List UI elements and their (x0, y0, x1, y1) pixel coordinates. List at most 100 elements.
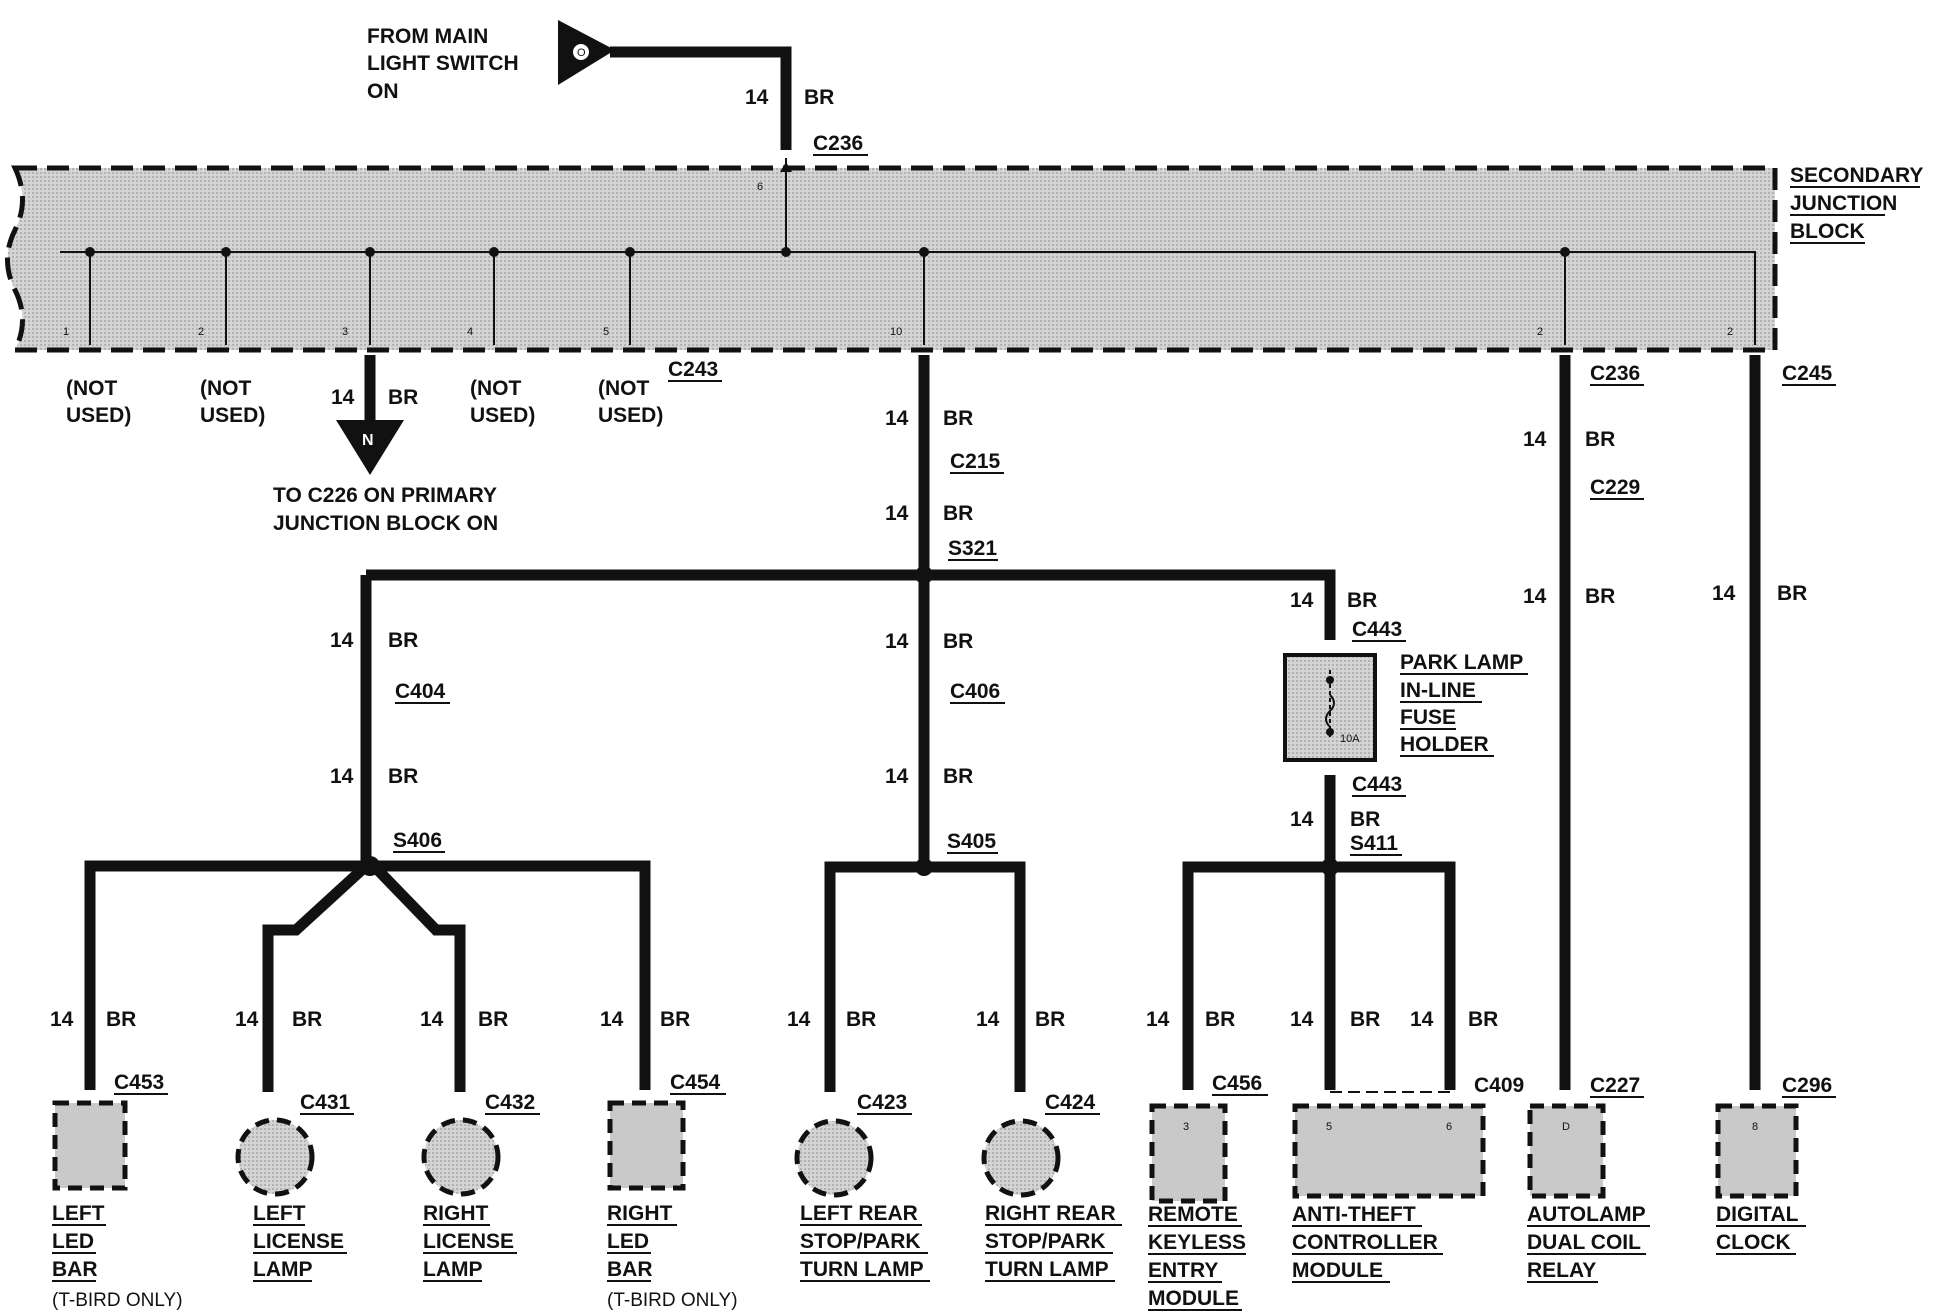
park-lamp-fuse-holder: 10A PARK LAMP IN-LINE FUSE HOLDER (1283, 651, 1528, 762)
source-marker-letter: O (577, 47, 586, 59)
svg-text:BR: BR (1777, 582, 1807, 605)
splice-s411: S411 (1350, 832, 1398, 855)
connector-c443-top: C443 (1352, 618, 1402, 641)
pin-2: 2 (198, 326, 204, 338)
svg-text:(NOT: (NOT (66, 377, 117, 400)
svg-text:BR: BR (943, 502, 973, 525)
svg-text:LED: LED (607, 1230, 649, 1253)
connector-c215: C215 (950, 450, 1001, 473)
svg-text:14: 14 (1290, 589, 1314, 612)
anti-theft-controller-module: 5 6 ANTI-THEFT CONTROLLER MODULE (1292, 1091, 1486, 1283)
svg-text:8: 8 (1752, 1121, 1758, 1133)
wire-left-led (84, 860, 366, 1090)
svg-text:C456: C456 (1212, 1072, 1262, 1095)
svg-text:14: 14 (600, 1008, 624, 1031)
svg-text:C431: C431 (300, 1091, 351, 1114)
pin-2b: 2 (1537, 326, 1543, 338)
source-text-line-3: ON (367, 80, 399, 103)
pin-1: 1 (63, 326, 69, 338)
connector-c236-top: C236 (813, 132, 863, 155)
wire-source-to-c236 (610, 46, 792, 150)
jb-taps (85, 247, 1570, 345)
svg-text:14: 14 (50, 1008, 74, 1031)
svg-text:14: 14 (885, 765, 909, 788)
svg-text:BR: BR (1350, 1008, 1380, 1031)
svg-text:STOP/PARK: STOP/PARK (985, 1230, 1106, 1253)
svg-text:C296: C296 (1782, 1074, 1832, 1097)
wire-left-license (262, 861, 370, 1092)
svg-text:DIGITAL: DIGITAL (1716, 1203, 1799, 1226)
svg-text:STOP/PARK: STOP/PARK (800, 1230, 921, 1253)
svg-text:BR: BR (388, 386, 418, 409)
svg-text:(T-BIRD ONLY): (T-BIRD ONLY) (607, 1290, 738, 1311)
svg-text:14: 14 (1290, 808, 1314, 831)
svg-text:LEFT REAR: LEFT REAR (800, 1202, 918, 1225)
svg-text:ENTRY: ENTRY (1148, 1259, 1218, 1282)
connector-c406: C406 (950, 680, 1000, 703)
svg-text:(NOT: (NOT (470, 377, 521, 400)
svg-text:C453: C453 (114, 1071, 164, 1094)
svg-text:BR: BR (846, 1008, 876, 1031)
svg-text:CLOCK: CLOCK (1716, 1231, 1791, 1254)
svg-text:14: 14 (787, 1008, 811, 1031)
connector-c443-bottom: C443 (1352, 773, 1402, 796)
svg-text:6: 6 (1446, 1121, 1452, 1133)
left-led-bar: LEFT LED BAR (T-BIRD ONLY) (52, 1100, 183, 1311)
connector-c229: C229 (1590, 476, 1640, 499)
svg-text:14: 14 (1146, 1008, 1170, 1031)
svg-text:MODULE: MODULE (1148, 1287, 1239, 1310)
svg-text:14: 14 (331, 386, 355, 409)
svg-text:BR: BR (660, 1008, 690, 1031)
left-license-lamp: LEFT LICENSE LAMP (235, 1117, 347, 1282)
svg-text:PARK LAMP: PARK LAMP (1400, 651, 1523, 674)
source-text-line-2: LIGHT SWITCH (367, 52, 519, 75)
svg-text:5: 5 (1326, 1121, 1332, 1133)
svg-text:BR: BR (943, 630, 973, 653)
right-led-bar: RIGHT LED BAR (T-BIRD ONLY) (607, 1100, 738, 1311)
svg-text:C424: C424 (1045, 1091, 1096, 1114)
connector-c245: C245 (1782, 362, 1833, 385)
svg-text:14: 14 (235, 1008, 259, 1031)
svg-text:ANTI-THEFT: ANTI-THEFT (1292, 1203, 1416, 1226)
svg-text:D: D (1562, 1121, 1570, 1133)
svg-text:USED): USED) (470, 404, 535, 427)
svg-text:C423: C423 (857, 1091, 907, 1114)
primary-text-line-2: JUNCTION BLOCK ON (273, 512, 498, 535)
autolamp-dual-coil-relay: D AUTOLAMP DUAL COIL RELAY (1527, 1103, 1650, 1283)
wire-antitheft-b (1330, 861, 1456, 1090)
pin-2c: 2 (1727, 326, 1733, 338)
svg-text:LEFT: LEFT (52, 1202, 105, 1225)
svg-text:BR: BR (106, 1008, 136, 1031)
svg-text:BR: BR (1347, 589, 1377, 612)
svg-text:BR: BR (1350, 808, 1380, 831)
connector-c404: C404 (395, 680, 446, 703)
component-connector-labels: C453 C431 C432 C454 C423 C424 C456 C409 … (114, 1071, 1836, 1115)
junction-block-title-2: JUNCTION (1790, 192, 1897, 215)
svg-text:BR: BR (1468, 1008, 1498, 1031)
svg-text:C227: C227 (1590, 1074, 1640, 1097)
svg-text:USED): USED) (200, 404, 265, 427)
svg-text:RIGHT: RIGHT (423, 1202, 489, 1225)
svg-text:3: 3 (1183, 1121, 1189, 1133)
wire-right-led (374, 860, 651, 1090)
right-license-lamp: RIGHT LICENSE LAMP (421, 1117, 517, 1282)
svg-text:14: 14 (1523, 428, 1547, 451)
svg-text:BR: BR (1585, 428, 1615, 451)
svg-text:14: 14 (1410, 1008, 1434, 1031)
svg-text:BAR: BAR (52, 1258, 98, 1281)
pin-10: 10 (890, 326, 902, 338)
svg-text:BR: BR (388, 765, 418, 788)
pin-4: 4 (467, 326, 473, 338)
splice-s321: S321 (948, 537, 997, 560)
primary-text-line-1: TO C226 ON PRIMARY (273, 484, 497, 507)
svg-text:LAMP: LAMP (253, 1258, 313, 1281)
left-rear-lamp: LEFT REAR STOP/PARK TURN LAMP (794, 1118, 930, 1282)
svg-text:14: 14 (885, 630, 909, 653)
svg-text:14: 14 (1523, 585, 1547, 608)
right-rear-lamp: RIGHT REAR STOP/PARK TURN LAMP (981, 1118, 1122, 1282)
svg-text:MODULE: MODULE (1292, 1259, 1383, 1282)
svg-text:LED: LED (52, 1230, 94, 1253)
svg-text:USED): USED) (598, 404, 663, 427)
wire-rke (1182, 861, 1330, 1090)
